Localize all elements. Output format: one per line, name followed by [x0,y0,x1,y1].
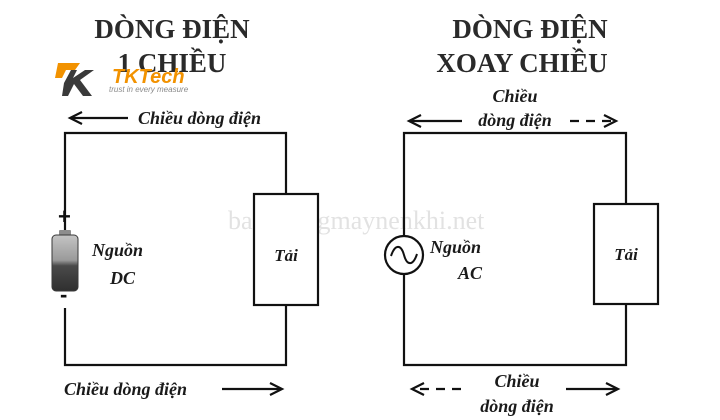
ac-title-line2: XOAY CHIỀU [436,47,607,78]
ac-wire-bottom [402,274,628,367]
ac-wire-top [402,131,628,236]
dc-top-arrowhead [67,111,83,125]
dc-source-line2: DC [109,268,136,288]
ac-top-arrow-line1: Chiều [492,86,537,106]
ac-title-line1: DÒNG ĐIỆN [452,14,608,44]
dc-minus-sign: - [60,282,67,307]
dc-title-line1: DÒNG ĐIỆN [94,14,250,44]
dc-circuit: DÒNG ĐIỆN 1 CHIỀU TKTech trust in every … [51,14,320,399]
ac-source-line2: AC [457,263,483,283]
dc-bottom-arrowhead [269,382,285,396]
dc-load-label: Tải [274,246,298,265]
tktech-logo: TKTech trust in every measure [55,63,189,96]
ac-source-line1: Nguồn [429,237,481,257]
ac-top-arrowhead-left [406,114,422,128]
dc-title-line2: 1 CHIỀU [118,47,227,78]
ac-bottom-arrow-line1: Chiều [494,371,539,391]
ac-top-arrow-line2: dòng điện [478,110,552,130]
ac-circuit: DÒNG ĐIỆN XOAY CHIỀU Chiều dòng điện Ngu… [383,14,660,416]
tktech-logo-mark [55,63,94,96]
ac-bottom-arrow-line2: dòng điện [480,396,554,416]
ac-bottom-arrowhead-left [409,382,425,396]
ac-source-icon [383,234,425,276]
dc-plus-sign: + [58,204,71,229]
dc-wire-bottom [63,305,288,367]
ac-top-arrowhead-right [603,114,619,128]
dc-source-line1: Nguồn [91,240,143,260]
ac-load-box [592,202,660,306]
battery-icon [51,230,79,292]
dc-load-box [252,192,320,307]
logo-tagline: trust in every measure [109,85,189,94]
dc-bottom-arrow-label: Chiều dòng điện [64,379,187,399]
dc-top-arrow-label: Chiều dòng điện [138,108,261,128]
ac-bottom-arrowhead-right [605,382,621,396]
dc-wire-top [63,131,288,235]
ac-load-label: Tải [614,245,638,264]
logo-name: TKTech [112,66,185,88]
